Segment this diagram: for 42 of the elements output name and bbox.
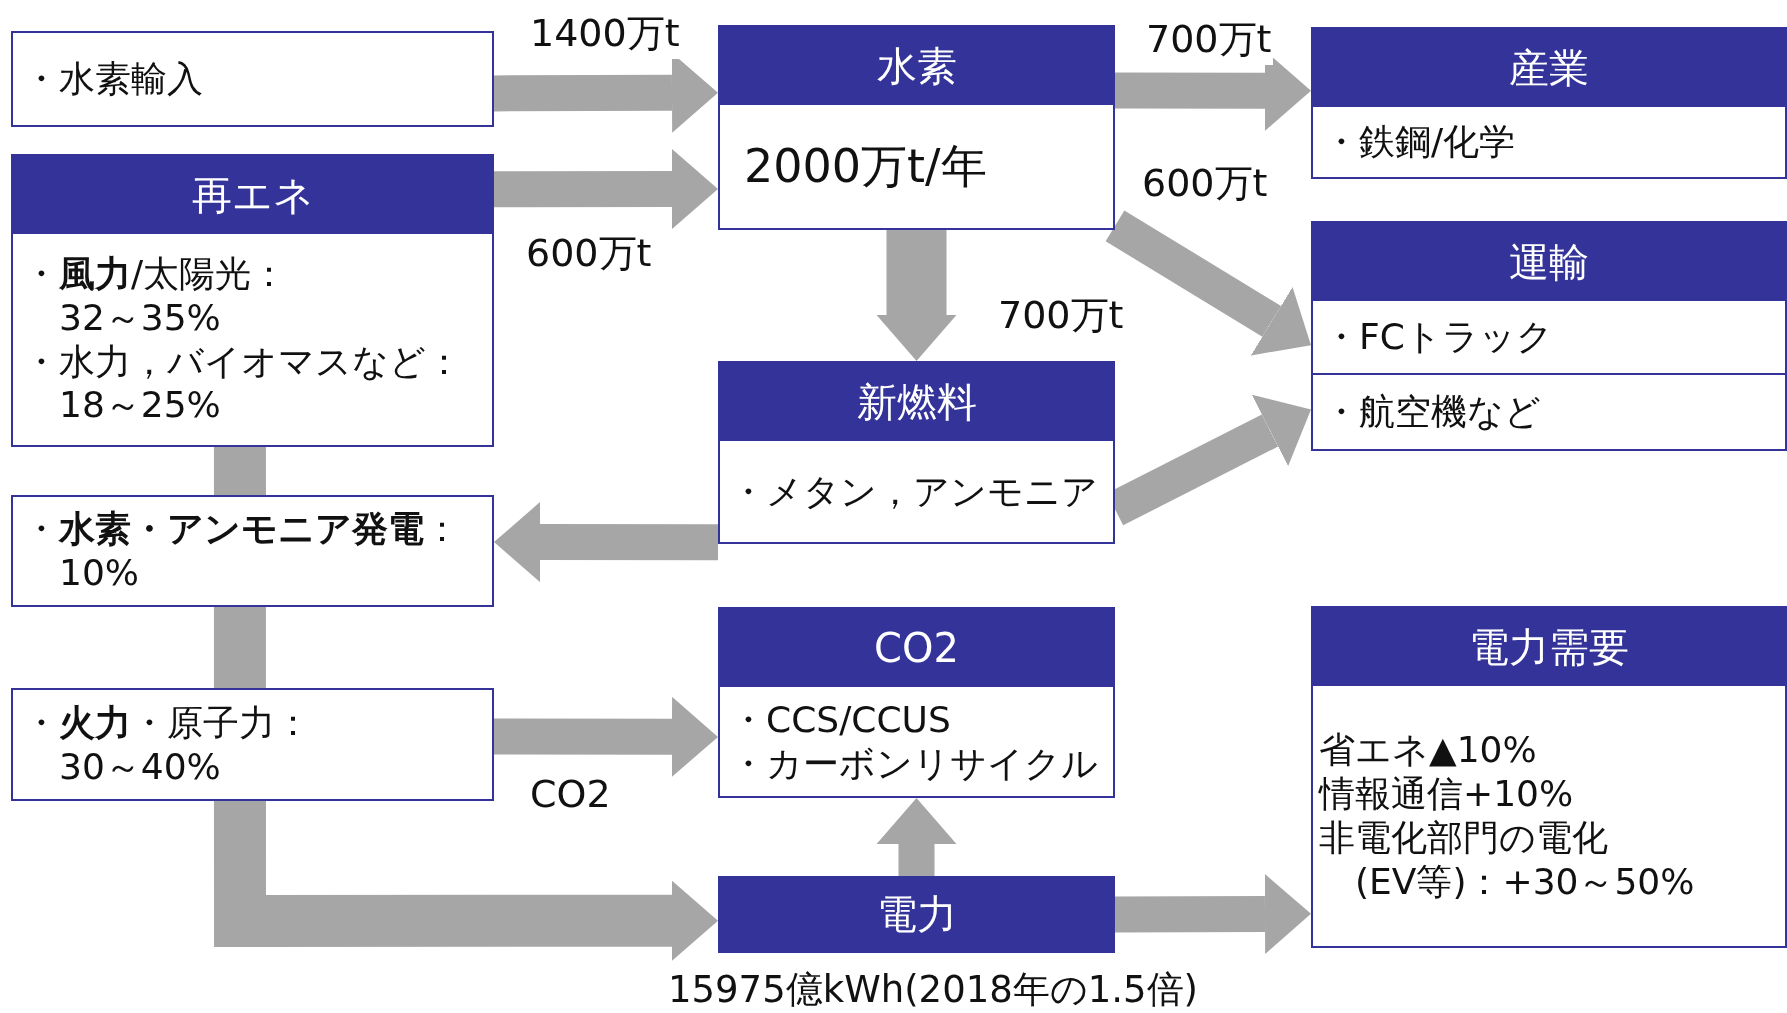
category-card: [1311, 27, 1787, 179]
block-arrow: [494, 502, 718, 583]
block-arrow: [1105, 210, 1311, 356]
body-text: 情報通信+10%: [1319, 772, 1575, 816]
body-text: ・メタン，アンモニア: [730, 469, 1099, 514]
annotation-text: 15975億kWh(2018年の1.5倍): [668, 967, 1199, 1013]
item-box: [11, 31, 494, 127]
category-card: [718, 25, 1115, 230]
body-text: ・CCS/CCUS: [730, 697, 952, 742]
body-text: 非電化部門の電化 (EV等)：+30～50%: [1319, 816, 1696, 904]
category-card: [1311, 221, 1787, 451]
node-label: 電力: [876, 890, 957, 939]
process-box: [718, 876, 1115, 953]
category-card: [11, 154, 494, 447]
block-arrow: [876, 230, 957, 361]
block-arrow: [876, 798, 957, 876]
header-label: 運輸: [1509, 237, 1589, 287]
item-box: [11, 688, 494, 801]
block-arrow: [494, 696, 718, 777]
item-box: [11, 495, 494, 607]
body-text: ・航空機など: [1323, 390, 1542, 434]
body-text: 省エネ▲10%: [1319, 728, 1538, 773]
body-text: ・風力/太陽光： 32～35%: [23, 251, 289, 340]
body-text: ・水力，バイオマスなど： 18～25%: [23, 339, 463, 428]
body-text: ・水素輸入: [23, 57, 204, 101]
header-label: 新燃料: [856, 377, 977, 427]
category-card: [1311, 606, 1787, 948]
header-label: CO2: [874, 625, 959, 671]
body-text: 2000万t/年: [743, 138, 988, 195]
category-card: [718, 607, 1115, 798]
header-label: 電力需要: [1469, 622, 1629, 672]
header-label: 再エネ: [191, 170, 314, 220]
body-text: ・水素・アンモニア発電： 10%: [23, 507, 461, 595]
block-arrow: [1114, 873, 1311, 954]
body-text: ・カーボンリサイクル: [730, 741, 1099, 786]
header-label: 水素: [876, 41, 957, 91]
body-text: ・火力・原子力： 30～40%: [23, 700, 312, 789]
body-text: ・FCトラック: [1323, 315, 1554, 359]
body-text: ・鉄鋼/化学: [1323, 120, 1517, 164]
block-arrow: [494, 149, 718, 230]
category-card: [718, 361, 1115, 544]
header-label: 産業: [1509, 43, 1589, 93]
